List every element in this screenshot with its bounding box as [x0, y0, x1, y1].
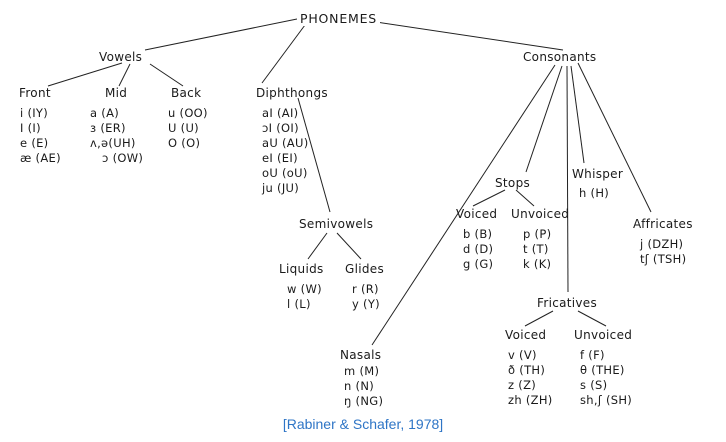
list-item: i (IY) — [20, 106, 49, 120]
whisper-node: Whisper — [572, 167, 624, 181]
list-item: zh (ZH) — [508, 393, 553, 407]
stops-node: Stops — [495, 176, 531, 190]
list-item: v (V) — [508, 348, 537, 362]
edge-diphthongs-semivowels — [297, 97, 331, 213]
list-item: ɔ (OW) — [102, 151, 144, 165]
stops-voiced-list: b (B) d (D) g (G) — [463, 227, 493, 272]
list-item: e (E) — [20, 136, 49, 150]
edge-consonants-stops — [525, 65, 563, 173]
nasals-list: m (M) n (N) ŋ (NG) — [344, 364, 383, 409]
fricatives-voiced-node: Voiced — [505, 328, 547, 342]
list-item: sh,ʃ (SH) — [580, 393, 633, 407]
edge-vowels-mid — [118, 63, 131, 87]
front-node: Front — [19, 86, 51, 100]
list-item: k (K) — [523, 257, 552, 271]
mid-vowel-list: a (A) ɜ (ER) ʌ,ə(UH) ɔ (OW) — [90, 106, 143, 166]
list-item: g (G) — [463, 257, 494, 271]
edge-stops-unvoiced — [515, 189, 535, 207]
list-item: ɔI (OI) — [262, 121, 299, 135]
list-item: ju (JU) — [262, 181, 300, 195]
edge-vowels-back — [149, 63, 184, 87]
edge-vowels-front — [47, 62, 123, 87]
list-item: w (W) — [287, 282, 322, 296]
list-item: aI (AI) — [262, 106, 299, 120]
list-item: ʌ,ə(UH) — [90, 136, 136, 150]
list-item: ɜ (ER) — [90, 121, 126, 135]
edge-root-consonants — [355, 18, 564, 51]
mid-node: Mid — [105, 86, 128, 100]
edge-consonants-nasals — [371, 64, 556, 346]
fricatives-unvoiced-node: Unvoiced — [574, 328, 633, 342]
list-item: n (N) — [344, 379, 375, 393]
edge-root-vowels — [144, 18, 298, 51]
list-item: s (S) — [580, 378, 608, 392]
consonants-node: Consonants — [523, 50, 597, 64]
list-item: U (U) — [168, 121, 199, 135]
fricatives-voiced-list: v (V) ð (TH) z (Z) zh (ZH) — [508, 348, 553, 408]
back-vowel-list: u (OO) U (U) O (O) — [168, 106, 208, 151]
glides-list: r (R) y (Y) — [352, 282, 380, 312]
whisper-list: h (H) — [579, 186, 609, 201]
liquids-list: w (W) l (L) — [287, 282, 322, 312]
diphthong-list: aI (AI) ɔI (OI) aU (AU) eI (EI) oU (oU) … — [262, 106, 308, 196]
list-item: l (L) — [287, 297, 311, 311]
list-item: p (P) — [523, 227, 552, 241]
edge-root-diphthongs — [261, 24, 306, 84]
nasals-node: Nasals — [340, 348, 382, 362]
list-item: b (B) — [463, 227, 493, 241]
list-item: z (Z) — [508, 378, 537, 392]
semivowels-node: Semivowels — [299, 217, 374, 231]
list-item: h (H) — [579, 186, 610, 200]
list-item: f (F) — [580, 348, 605, 362]
list-item: θ (THE) — [580, 363, 625, 377]
list-item: y (Y) — [352, 297, 380, 311]
list-item: d (D) — [463, 242, 494, 256]
edge-fricatives-voiced — [524, 310, 554, 327]
front-vowel-list: i (IY) I (I) e (E) æ (AE) — [20, 106, 61, 166]
list-item: ð (TH) — [508, 363, 546, 377]
list-item: a (A) — [90, 106, 120, 120]
edge-consonants-whisper — [570, 65, 585, 164]
stops-voiced-node: Voiced — [456, 207, 498, 221]
list-item: t (T) — [523, 242, 549, 256]
list-item: ŋ (NG) — [344, 394, 384, 408]
list-item: m (M) — [344, 364, 380, 378]
edge-semivowels-liquids — [307, 232, 328, 260]
list-item: tʃ (TSH) — [640, 252, 687, 266]
diphthongs-node: Diphthongs — [256, 86, 328, 100]
vowels-node: Vowels — [99, 50, 143, 64]
fricatives-node: Fricatives — [537, 296, 598, 310]
list-item: r (R) — [352, 282, 379, 296]
stops-unvoiced-node: Unvoiced — [511, 207, 570, 221]
list-item: u (OO) — [168, 106, 208, 120]
glides-node: Glides — [345, 262, 385, 276]
edge-stops-voiced — [472, 189, 506, 207]
citation-caption: [Rabiner & Schafer, 1978] — [282, 416, 444, 432]
list-item: aU (AU) — [262, 136, 309, 150]
list-item: O (O) — [168, 136, 201, 150]
back-node: Back — [171, 86, 202, 100]
fricatives-unvoiced-list: f (F) θ (THE) s (S) sh,ʃ (SH) — [580, 348, 632, 408]
liquids-node: Liquids — [279, 262, 324, 276]
stops-unvoiced-list: p (P) t (T) k (K) — [523, 227, 551, 272]
edge-consonants-fricatives — [566, 65, 569, 293]
edge-fricatives-unvoiced — [577, 310, 607, 327]
list-item: æ (AE) — [20, 151, 61, 165]
edge-consonants-affricates — [577, 62, 652, 213]
list-item: eI (EI) — [262, 151, 298, 165]
affricates-node: Affricates — [633, 217, 693, 231]
edge-semivowels-glides — [336, 232, 362, 260]
root-node: PHONEMES — [297, 11, 381, 26]
list-item: oU (oU) — [262, 166, 308, 180]
list-item: j (DZH) — [640, 237, 684, 251]
list-item: I (I) — [20, 121, 41, 135]
affricates-list: j (DZH) tʃ (TSH) — [640, 237, 686, 267]
